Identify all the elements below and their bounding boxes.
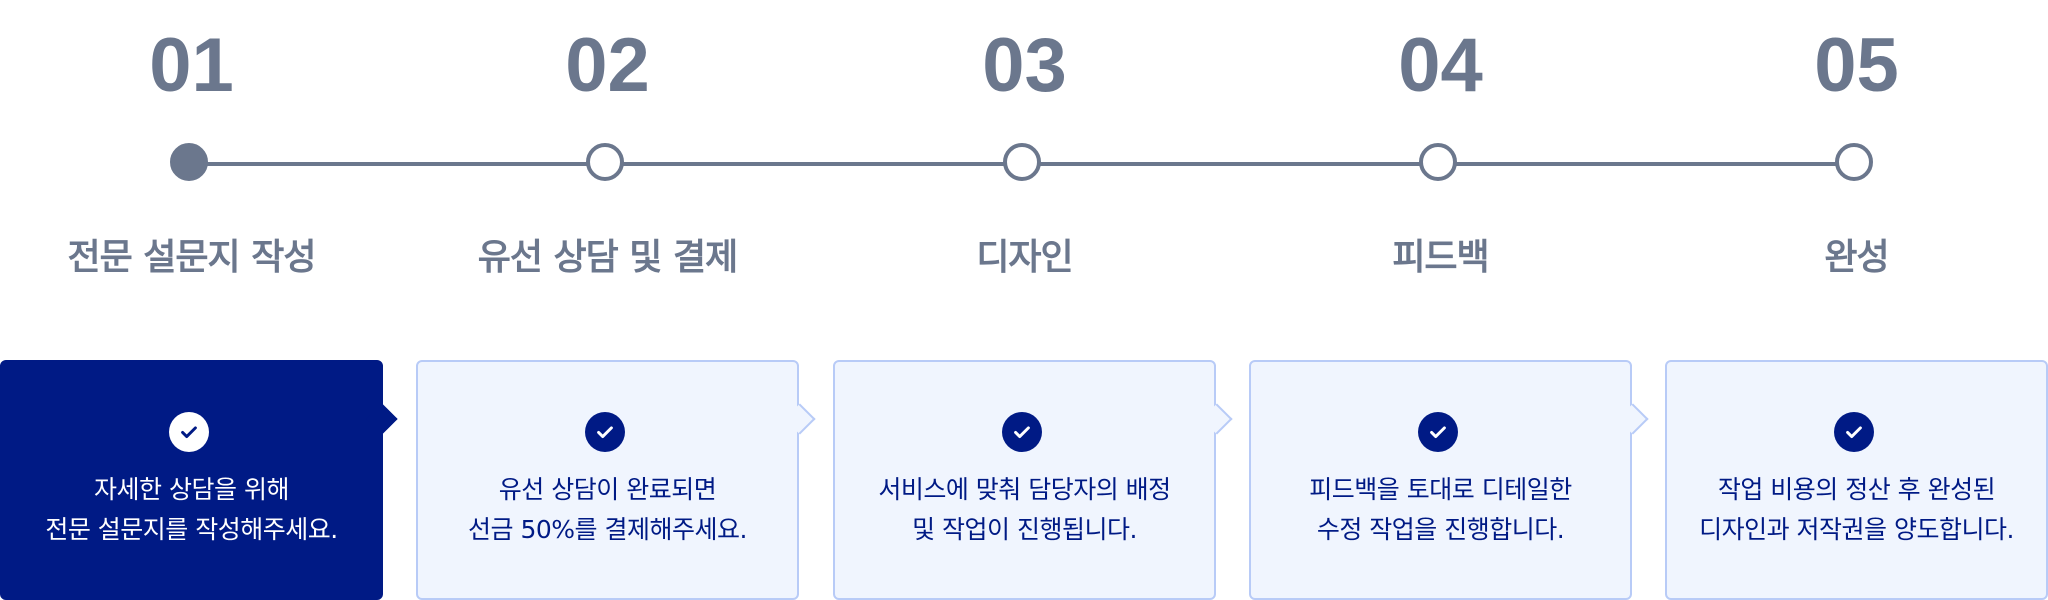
description-line: 전문 설문지를 작성해주세요. — [45, 515, 338, 544]
step-dot[interactable] — [586, 143, 624, 181]
step-title: 디자인 — [976, 237, 1073, 278]
step-1: 01 전문 설문지 작성 자세한 상담을 위해 전문 설문지를 작성해주세요. — [0, 0, 398, 600]
step-number: 04 — [1398, 23, 1483, 108]
step-number: 05 — [1814, 23, 1899, 108]
description-line: 유선 상담이 완료되면 — [498, 475, 717, 504]
description-line: 수정 작업을 진행합니다. — [1316, 515, 1565, 544]
step-title: 유선 상담 및 결제 — [477, 237, 738, 278]
arrow-right-icon — [784, 403, 816, 435]
check-circle-icon — [1418, 412, 1458, 452]
step-title: 완성 — [1824, 237, 1889, 278]
step-card: 자세한 상담을 위해 전문 설문지를 작성해주세요. — [0, 360, 398, 600]
description-line: 피드백을 토대로 디테일한 — [1309, 475, 1572, 504]
step-number: 03 — [982, 23, 1067, 108]
description-line: 서비스에 맞춰 담당자의 배정 — [878, 475, 1171, 504]
check-circle-icon — [169, 412, 209, 452]
step-2: 02 유선 상담 및 결제 유선 상담이 완료되면 선금 50%를 결제해주세요… — [416, 0, 816, 600]
description-line: 및 작업이 진행됩니다. — [912, 515, 1137, 544]
check-circle-icon — [1002, 412, 1042, 452]
step-number: 01 — [149, 23, 234, 108]
step-3: 03 디자인 서비스에 맞춰 담당자의 배정 및 작업이 진행됩니다. — [833, 0, 1233, 600]
step-description: 자세한 상담을 위해 전문 설문지를 작성해주세요. — [2, 470, 381, 550]
description-line: 자세한 상담을 위해 — [94, 475, 289, 504]
step-5: 05 완성 작업 비용의 정산 후 완성된 디자인과 저작권을 양도합니다. — [1665, 0, 2048, 600]
description-line: 선금 50%를 결제해주세요. — [468, 515, 747, 544]
step-card: 서비스에 맞춰 담당자의 배정 및 작업이 진행됩니다. — [833, 360, 1233, 600]
step-dot[interactable] — [170, 143, 208, 181]
step-dot[interactable] — [1835, 143, 1873, 181]
description-line: 디자인과 저작권을 양도합니다. — [1699, 515, 2014, 544]
step-description: 유선 상담이 완료되면 선금 50%를 결제해주세요. — [418, 470, 797, 550]
arrow-right-icon — [366, 403, 398, 435]
description-line: 작업 비용의 정산 후 완성된 — [1717, 475, 1996, 504]
step-dot[interactable] — [1003, 143, 1041, 181]
check-circle-icon — [585, 412, 625, 452]
check-circle-icon — [1834, 412, 1874, 452]
step-description: 서비스에 맞춰 담당자의 배정 및 작업이 진행됩니다. — [835, 470, 1214, 550]
step-description: 작업 비용의 정산 후 완성된 디자인과 저작권을 양도합니다. — [1667, 470, 2046, 550]
arrow-right-icon — [1617, 403, 1649, 435]
step-number: 02 — [565, 23, 650, 108]
step-card: 작업 비용의 정산 후 완성된 디자인과 저작권을 양도합니다. — [1665, 360, 2048, 600]
step-title: 전문 설문지 작성 — [67, 237, 317, 278]
step-title: 피드백 — [1392, 237, 1489, 278]
arrow-right-icon — [1201, 403, 1233, 435]
step-description: 피드백을 토대로 디테일한 수정 작업을 진행합니다. — [1251, 470, 1630, 550]
step-4: 04 피드백 피드백을 토대로 디테일한 수정 작업을 진행합니다. — [1249, 0, 1649, 600]
step-dot[interactable] — [1419, 143, 1457, 181]
step-card: 유선 상담이 완료되면 선금 50%를 결제해주세요. — [416, 360, 816, 600]
step-card: 피드백을 토대로 디테일한 수정 작업을 진행합니다. — [1249, 360, 1649, 600]
